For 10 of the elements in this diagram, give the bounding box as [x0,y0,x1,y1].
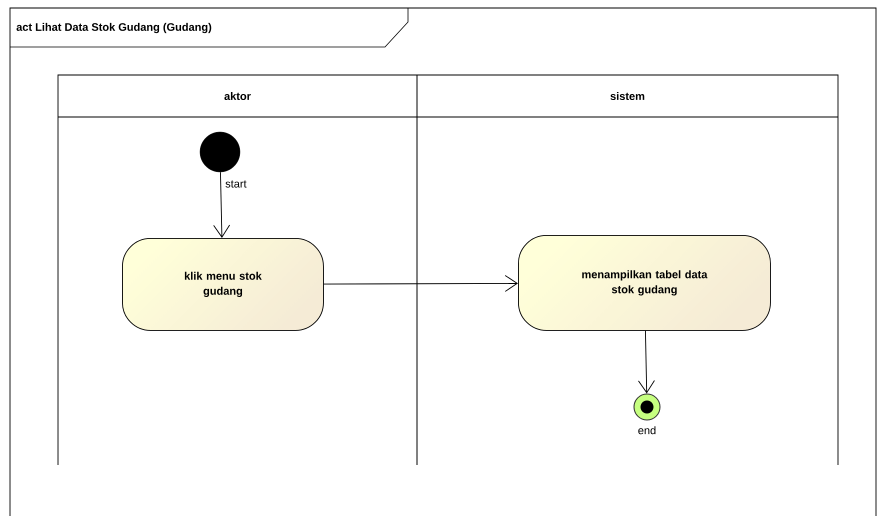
arrow [213,172,230,238]
action-box: klik menu stok gudang [122,238,324,331]
initial-node [200,132,240,172]
final-node [634,394,660,420]
node-label: end [638,426,656,434]
arrow [323,275,518,292]
node-label: start [226,180,247,188]
action-box: menampilkan tabel data stok gudang [518,235,771,331]
arrow [638,330,655,394]
diagram-title: act Lihat Data Stok Gudang (Gudang) [16,22,212,34]
